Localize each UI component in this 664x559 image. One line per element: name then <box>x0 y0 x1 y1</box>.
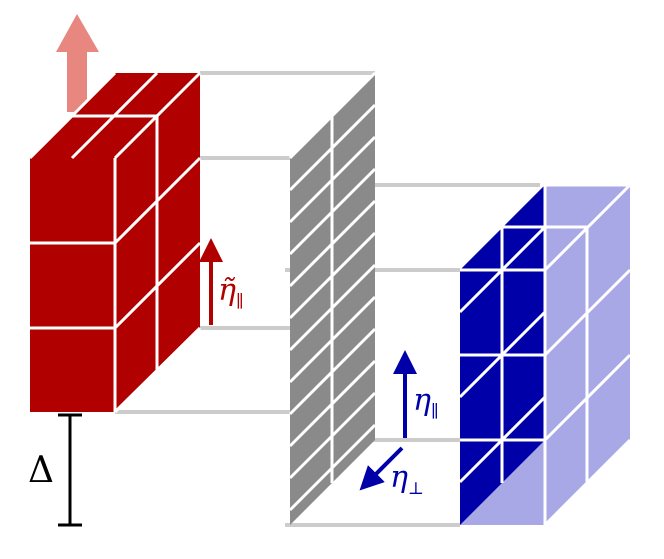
delta-scale-bar <box>58 413 82 527</box>
eta-tilde-parallel-label: η̃∥ <box>218 273 244 312</box>
eta-perp-label: η⊥ <box>390 460 424 499</box>
gray-interface-slab <box>288 71 377 525</box>
eta-perp-arrow <box>359 446 404 491</box>
eta-parallel-label: η∥ <box>413 383 439 422</box>
red-lift-arrow-icon <box>56 14 99 112</box>
blue-block <box>458 183 632 527</box>
delta-label: Δ <box>28 450 54 491</box>
red-block <box>28 14 202 414</box>
